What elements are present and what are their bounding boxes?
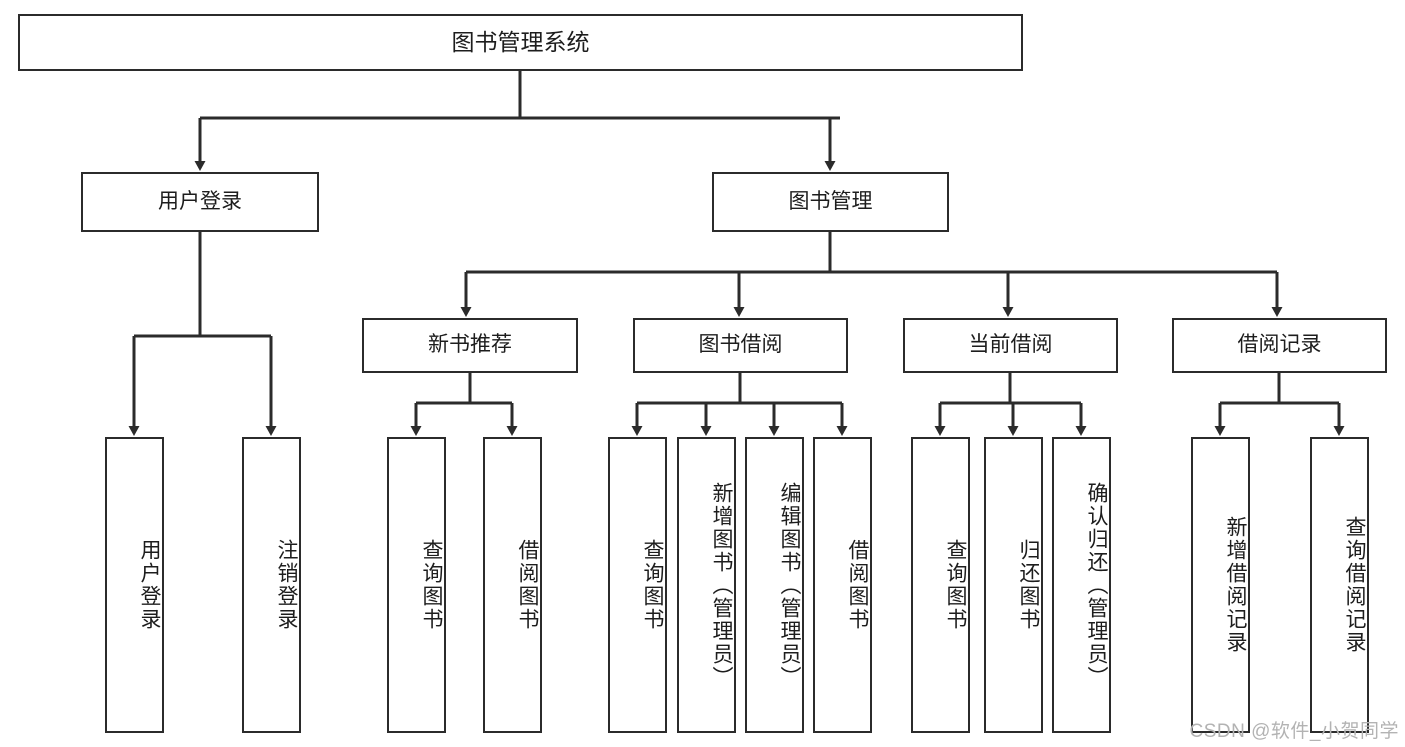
node-leaf-return-book[interactable]: 归还图书 — [984, 437, 1043, 733]
node-leaf-query-book-1[interactable]: 查询图书 — [387, 437, 446, 733]
node-book-manage-label: 图书管理 — [788, 189, 873, 213]
node-book-borrow[interactable]: 图书借阅 — [633, 318, 848, 373]
node-leaf-user-login-label: 用户登录 — [138, 539, 161, 631]
node-leaf-query-book-2-label: 查询图书 — [641, 539, 664, 631]
node-leaf-add-book[interactable]: 新增图书（管理员） — [677, 437, 736, 733]
node-leaf-borrow-book-2[interactable]: 借阅图书 — [813, 437, 872, 733]
node-leaf-user-login[interactable]: 用户登录 — [105, 437, 164, 733]
node-leaf-logout[interactable]: 注销登录 — [242, 437, 301, 733]
node-book-manage[interactable]: 图书管理 — [712, 172, 949, 232]
node-leaf-confirm-return[interactable]: 确认归还（管理员） — [1052, 437, 1111, 733]
node-leaf-edit-book-label: 编辑图书（管理员） — [778, 481, 801, 689]
node-leaf-add-record-label: 新增借阅记录 — [1224, 516, 1247, 654]
node-leaf-logout-label: 注销登录 — [275, 539, 298, 631]
node-current-borrow-label: 当前借阅 — [968, 333, 1053, 357]
node-leaf-return-book-label: 归还图书 — [1017, 539, 1040, 631]
node-leaf-query-book-3[interactable]: 查询图书 — [911, 437, 970, 733]
node-leaf-borrow-book-2-label: 借阅图书 — [846, 539, 869, 631]
node-borrow-record-label: 借阅记录 — [1237, 333, 1322, 357]
node-new-book-recommend[interactable]: 新书推荐 — [362, 318, 578, 373]
node-leaf-query-record[interactable]: 查询借阅记录 — [1310, 437, 1369, 733]
node-leaf-query-book-2[interactable]: 查询图书 — [608, 437, 667, 733]
node-leaf-borrow-book-1[interactable]: 借阅图书 — [483, 437, 542, 733]
node-current-borrow[interactable]: 当前借阅 — [903, 318, 1118, 373]
node-borrow-record[interactable]: 借阅记录 — [1172, 318, 1387, 373]
node-leaf-edit-book[interactable]: 编辑图书（管理员） — [745, 437, 804, 733]
node-leaf-query-book-1-label: 查询图书 — [420, 539, 443, 631]
node-leaf-borrow-book-1-label: 借阅图书 — [516, 539, 539, 631]
node-leaf-add-record[interactable]: 新增借阅记录 — [1191, 437, 1250, 733]
node-leaf-query-record-label: 查询借阅记录 — [1343, 516, 1366, 654]
node-leaf-add-book-label: 新增图书（管理员） — [710, 481, 733, 689]
node-root[interactable]: 图书管理系统 — [18, 14, 1023, 71]
node-user-login-label: 用户登录 — [158, 189, 242, 213]
node-user-login[interactable]: 用户登录 — [81, 172, 319, 232]
watermark-text: CSDN @软件_小贺同学 — [1189, 721, 1399, 742]
node-leaf-query-book-3-label: 查询图书 — [944, 539, 967, 631]
node-new-book-recommend-label: 新书推荐 — [428, 333, 512, 357]
node-book-borrow-label: 图书借阅 — [698, 333, 783, 357]
node-root-label: 图书管理系统 — [451, 29, 590, 56]
node-leaf-confirm-return-label: 确认归还（管理员） — [1085, 481, 1108, 689]
